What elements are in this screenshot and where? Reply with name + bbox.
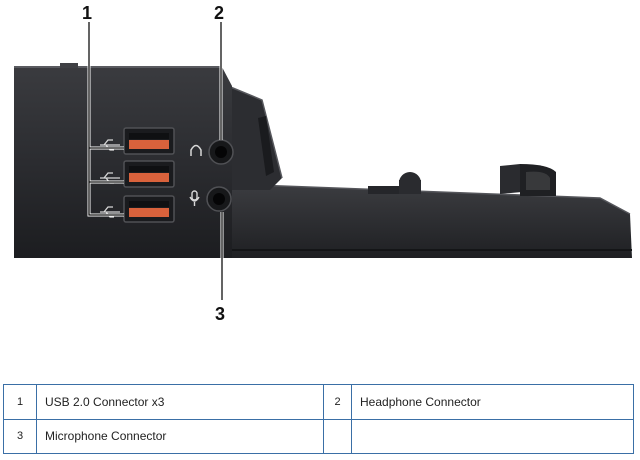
legend-table: 1 USB 2.0 Connector x3 2 Headphone Conne… [3,384,634,454]
dock-front-body [14,63,232,258]
legend-label [352,419,632,453]
callout-lines [88,22,223,300]
microphone-icon [189,190,200,206]
dock-hinge-block [227,85,283,190]
microphone-jack [189,186,232,212]
headphone-icon [190,144,202,156]
dock-base [232,184,632,258]
legend-label: Headphone Connector [360,395,481,409]
callout-3: 3 [215,304,226,324]
usb-port-1 [123,127,175,155]
usb-port-2 [123,160,175,188]
legend-number: 3 [4,419,37,453]
docking-station-illustration [14,22,632,300]
legend-row: 1 USB 2.0 Connector x3 2 Headphone Conne… [4,385,633,420]
usb-port-3 [123,195,175,223]
legend-number [324,419,352,453]
legend-label: USB 2.0 Connector x3 [37,385,324,419]
legend-number: 2 [324,385,352,419]
legend-row: 3 Microphone Connector [4,419,633,453]
legend-number: 1 [4,385,37,419]
callout-1: 1 [82,3,93,23]
callout-2: 2 [214,3,225,23]
headphone-jack [190,139,234,165]
legend-label: Microphone Connector [37,419,324,453]
dock-connector-pegs [368,164,556,196]
